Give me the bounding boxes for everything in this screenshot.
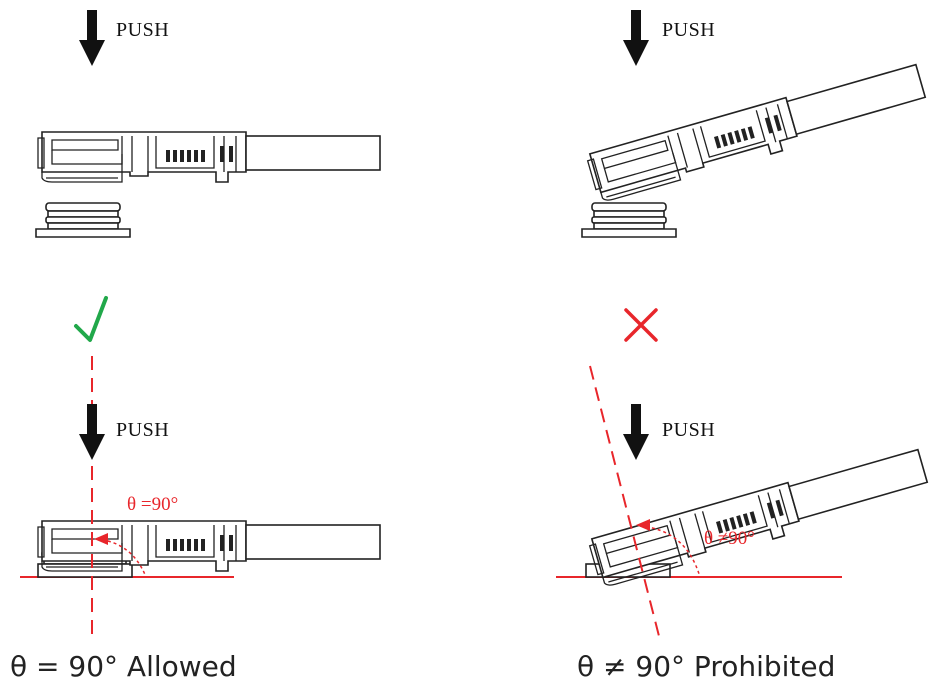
- check-icon: [74, 296, 108, 342]
- push-arrow-icon: [623, 10, 649, 66]
- cross-icon: [624, 308, 658, 342]
- push-arrow-icon: [623, 404, 649, 460]
- push-label: PUSH: [662, 19, 715, 41]
- panel-bottom-left: PUSH θ =90°: [20, 356, 381, 640]
- socket-drawing: [35, 202, 131, 238]
- push-label: PUSH: [662, 419, 715, 441]
- angle-arrow-icon: [94, 533, 108, 545]
- panel-top-left: PUSH: [35, 10, 381, 238]
- socket-drawing: [581, 202, 677, 238]
- angle-arrow-icon: [636, 519, 650, 531]
- module-drawing: [37, 131, 381, 183]
- caption-prohibited: θ ≠ 90° Prohibited: [577, 650, 836, 683]
- push-label: PUSH: [116, 19, 169, 41]
- module-drawing-tilted: [587, 444, 932, 589]
- push-arrow-icon: [79, 404, 105, 460]
- caption-allowed: θ = 90° Allowed: [10, 650, 237, 683]
- angle-label-bad: θ ≠90°: [704, 528, 755, 549]
- axis-dashed-line-tilted: [589, 365, 661, 641]
- push-arrow-icon: [79, 10, 105, 66]
- panel-bottom-right: PUSH θ ≠90°: [556, 365, 932, 641]
- module-drawing-tilted: [585, 59, 930, 204]
- panel-top-right: PUSH: [581, 10, 930, 238]
- push-label: PUSH: [116, 419, 169, 441]
- angle-label-ok: θ =90°: [127, 494, 178, 515]
